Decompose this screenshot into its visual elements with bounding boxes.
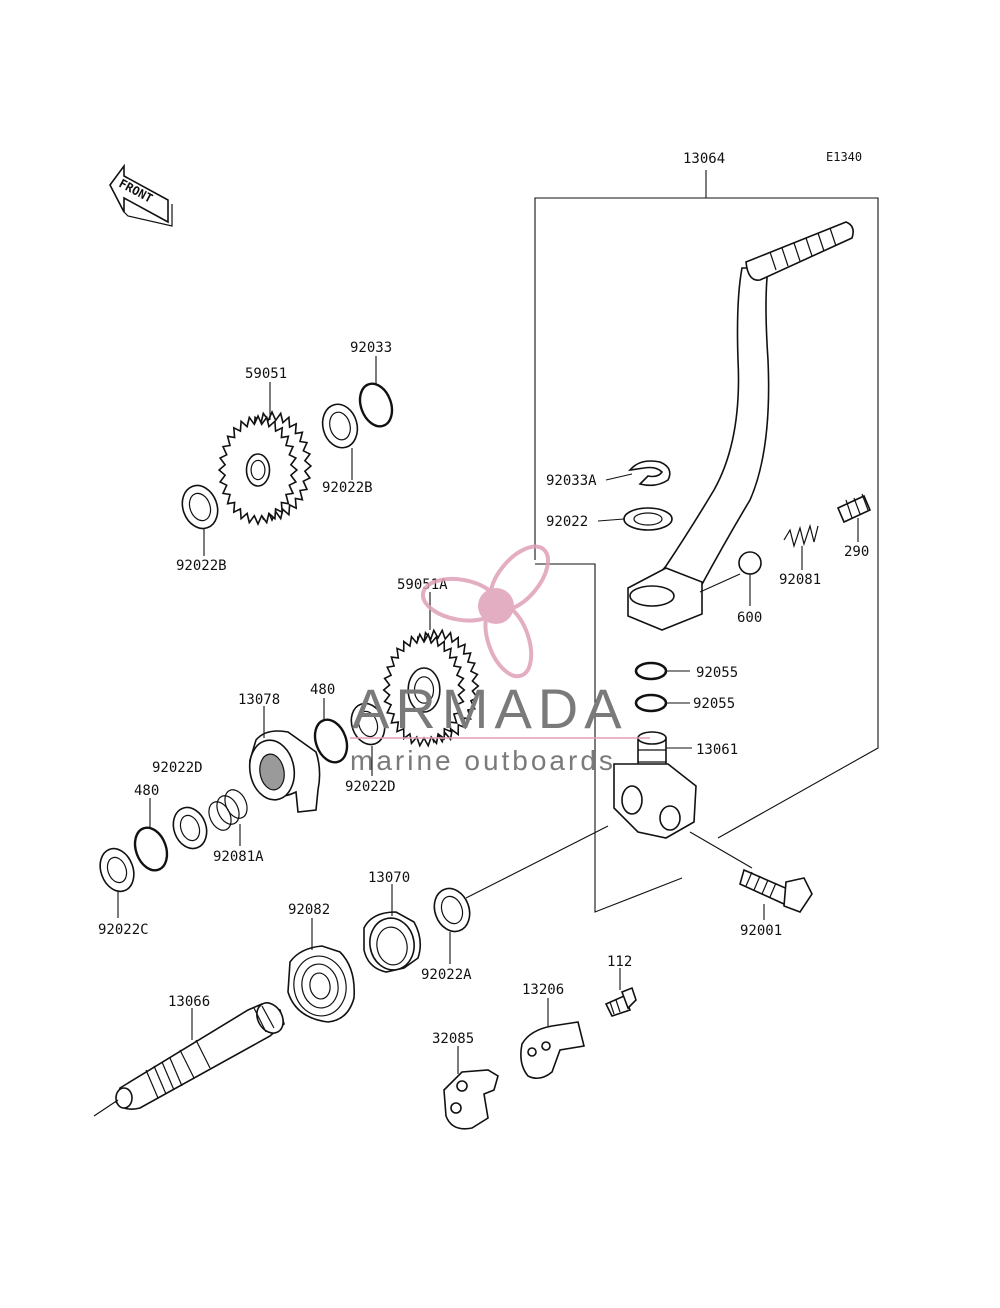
label-13078: 13078 [238, 692, 280, 708]
label-13066: 13066 [168, 994, 210, 1010]
label-92055-a: 92055 [696, 665, 738, 681]
washer-92022D-left [172, 806, 208, 850]
o-ring-92055-b [634, 693, 668, 713]
watermark: ARMADA marine outboards [350, 544, 650, 776]
label-92022A: 92022A [421, 967, 472, 983]
label-92082: 92082 [288, 902, 330, 918]
circlip-480-top [313, 718, 349, 764]
clip-92033A [628, 460, 671, 487]
watermark-tagline: marine outboards [350, 745, 616, 776]
washer-92022C [99, 847, 135, 893]
label-92022B-top: 92022B [322, 480, 373, 496]
gear-59051A [382, 628, 480, 748]
plate-32085 [443, 1069, 499, 1130]
pedal-hub-13061 [613, 731, 697, 839]
washer-92022B-top [321, 403, 359, 449]
spring-92081A [208, 789, 248, 831]
label-92022D-left: 92022D [152, 760, 203, 776]
label-92033A: 92033A [546, 473, 597, 489]
washer-92022 [623, 507, 673, 531]
holder-13070 [363, 911, 422, 973]
label-480-left: 480 [134, 783, 159, 799]
leader-lines [117, 356, 859, 1074]
bolt-112 [604, 986, 637, 1017]
label-92033: 92033 [350, 340, 392, 356]
label-112: 112 [607, 954, 632, 970]
kick-pedal-lever [627, 221, 854, 631]
spring-coil-92082 [287, 945, 356, 1023]
label-600: 600 [737, 610, 762, 626]
front-arrow-icon: FRONT [109, 163, 173, 227]
label-92055-b: 92055 [693, 696, 735, 712]
ball-600 [738, 551, 762, 575]
label-13070: 13070 [368, 870, 410, 886]
plate-13206 [520, 1021, 585, 1080]
gear-59051 [217, 410, 313, 526]
part-labels: 13064 59051 92033 92022B 92022B 92033A 9… [98, 151, 869, 1047]
label-59051: 59051 [245, 366, 287, 382]
label-92081A: 92081A [213, 849, 264, 865]
label-92001: 92001 [740, 923, 782, 939]
ratchet-13078 [248, 730, 321, 813]
washer-92022B-left [181, 484, 219, 530]
label-13064: 13064 [683, 151, 725, 167]
label-480-top: 480 [310, 682, 335, 698]
label-290: 290 [844, 544, 869, 560]
washer-92022D-right [350, 702, 386, 746]
spring-290 [836, 493, 872, 524]
label-92022: 92022 [546, 514, 588, 530]
label-92022C: 92022C [98, 922, 149, 938]
label-92081: 92081 [779, 572, 821, 588]
label-92022B-left: 92022B [176, 558, 227, 574]
label-13206: 13206 [522, 982, 564, 998]
propeller-logo-icon [420, 544, 550, 679]
o-ring-92055-a [634, 661, 668, 681]
label-92022D-right: 92022D [345, 779, 396, 795]
circlip-92033 [358, 382, 394, 428]
spring-92081 [783, 523, 819, 549]
kick-shaft-13066 [93, 1002, 285, 1117]
diagram-code: E1340 [826, 150, 862, 164]
circlip-480-left [133, 826, 169, 872]
label-32085: 32085 [432, 1031, 474, 1047]
bolt-92001 [739, 868, 813, 913]
watermark-brand: ARMADA [352, 677, 628, 740]
label-13061: 13061 [696, 742, 738, 758]
washer-92022A [433, 887, 471, 933]
